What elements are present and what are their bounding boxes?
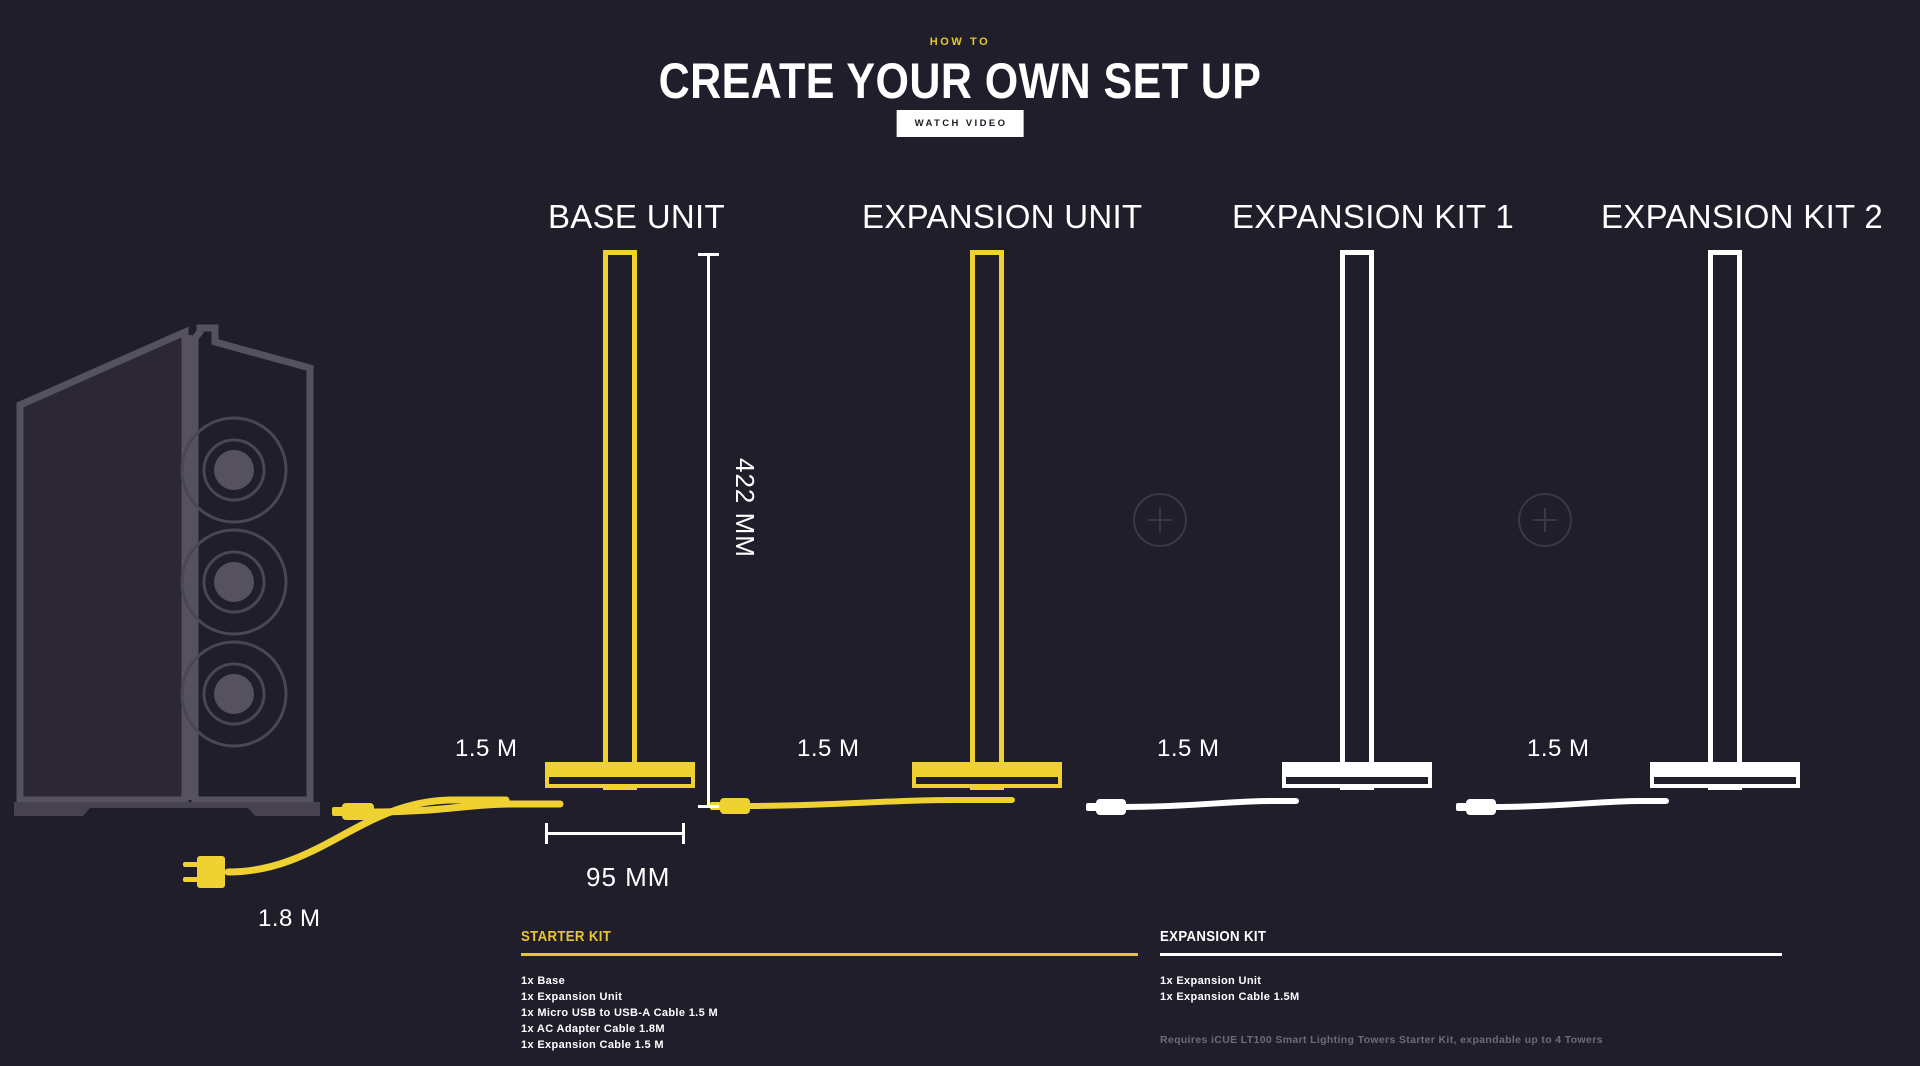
page-title: CREATE YOUR OWN SET UP xyxy=(658,53,1262,109)
starter-kit-divider xyxy=(521,953,1138,956)
expansion-cable-1 xyxy=(710,797,1015,814)
tower-expansion-unit[interactable] xyxy=(912,250,1062,810)
starter-kit-list: 1x Base 1x Expansion Unit 1x Micro USB t… xyxy=(521,973,1138,1053)
tower-foot-shadow xyxy=(916,777,1058,784)
list-item: 1x AC Adapter Cable 1.8M xyxy=(521,1023,665,1035)
cable-length-ac-adapter: 1.8 M xyxy=(258,905,321,932)
tower-pole xyxy=(1708,250,1742,790)
cable-length-usb: 1.5 M xyxy=(455,735,518,762)
starter-kit-panel: STARTER KIT 1x Base 1x Expansion Unit 1x… xyxy=(521,928,1138,1053)
expansion-cable-3 xyxy=(1456,798,1669,815)
unit-label-expansion-kit-1: EXPANSION KIT 1 xyxy=(1232,198,1515,235)
add-kit-1-plus-icon[interactable] xyxy=(1133,493,1187,547)
list-item: 1x Expansion Cable 1.5M xyxy=(1160,991,1300,1003)
expansion-kit-title: EXPANSION KIT xyxy=(1160,928,1267,945)
tower-pole xyxy=(603,250,637,790)
tower-foot xyxy=(912,762,1062,788)
list-item: 1x Micro USB to USB-A Cable 1.5 M xyxy=(521,1007,718,1019)
starter-kit-title: STARTER KIT xyxy=(521,928,612,945)
cable-length-expansion-1: 1.5 M xyxy=(797,735,860,762)
add-kit-2-plus-icon[interactable] xyxy=(1518,493,1572,547)
cable-length-expansion-3: 1.5 M xyxy=(1527,735,1590,762)
height-dimension-label: 422 MM xyxy=(730,458,760,558)
width-dimension-label: 95 MM xyxy=(586,862,671,892)
unit-label-expansion-kit-2: EXPANSION KIT 2 xyxy=(1601,198,1884,235)
tower-foot-shadow xyxy=(1286,777,1428,784)
tower-foot xyxy=(1282,762,1432,788)
unit-label-base-unit: BASE UNIT xyxy=(548,198,725,235)
expansion-kit-list: 1x Expansion Unit 1x Expansion Cable 1.5… xyxy=(1160,973,1782,1005)
tower-foot-shadow xyxy=(549,777,691,784)
tower-expansion-kit-1[interactable] xyxy=(1282,250,1432,810)
tower-foot xyxy=(545,762,695,788)
usb-cable xyxy=(332,800,564,820)
list-item: 1x Expansion Cable 1.5 M xyxy=(521,1039,664,1051)
unit-label-expansion-unit: EXPANSION UNIT xyxy=(862,198,1143,235)
expansion-kit-note: Requires iCUE LT100 Smart Lighting Tower… xyxy=(1160,1034,1603,1046)
expansion-cable-2 xyxy=(1086,798,1299,815)
pc-case-illustration xyxy=(14,324,320,816)
list-item: 1x Base xyxy=(521,975,566,987)
tower-foot xyxy=(1650,762,1800,788)
expansion-kit-divider xyxy=(1160,953,1782,956)
list-item: 1x Expansion Unit xyxy=(1160,975,1262,987)
expansion-kit-panel: EXPANSION KIT 1x Expansion Unit 1x Expan… xyxy=(1160,928,1782,1046)
width-dimension-line xyxy=(545,823,685,844)
eyebrow-label: HOW TO xyxy=(929,36,991,48)
watch-video-button[interactable]: WATCH VIDEO xyxy=(896,110,1024,137)
tower-pole xyxy=(970,250,1004,790)
tower-expansion-kit-2[interactable] xyxy=(1650,250,1800,810)
ac-adapter-cable xyxy=(183,796,510,888)
list-item: 1x Expansion Unit xyxy=(521,991,623,1003)
height-dimension-line xyxy=(698,253,719,808)
tower-base-unit[interactable] xyxy=(545,250,695,810)
tower-foot-shadow xyxy=(1654,777,1796,784)
cable-length-expansion-2: 1.5 M xyxy=(1157,735,1220,762)
tower-pole xyxy=(1340,250,1374,790)
